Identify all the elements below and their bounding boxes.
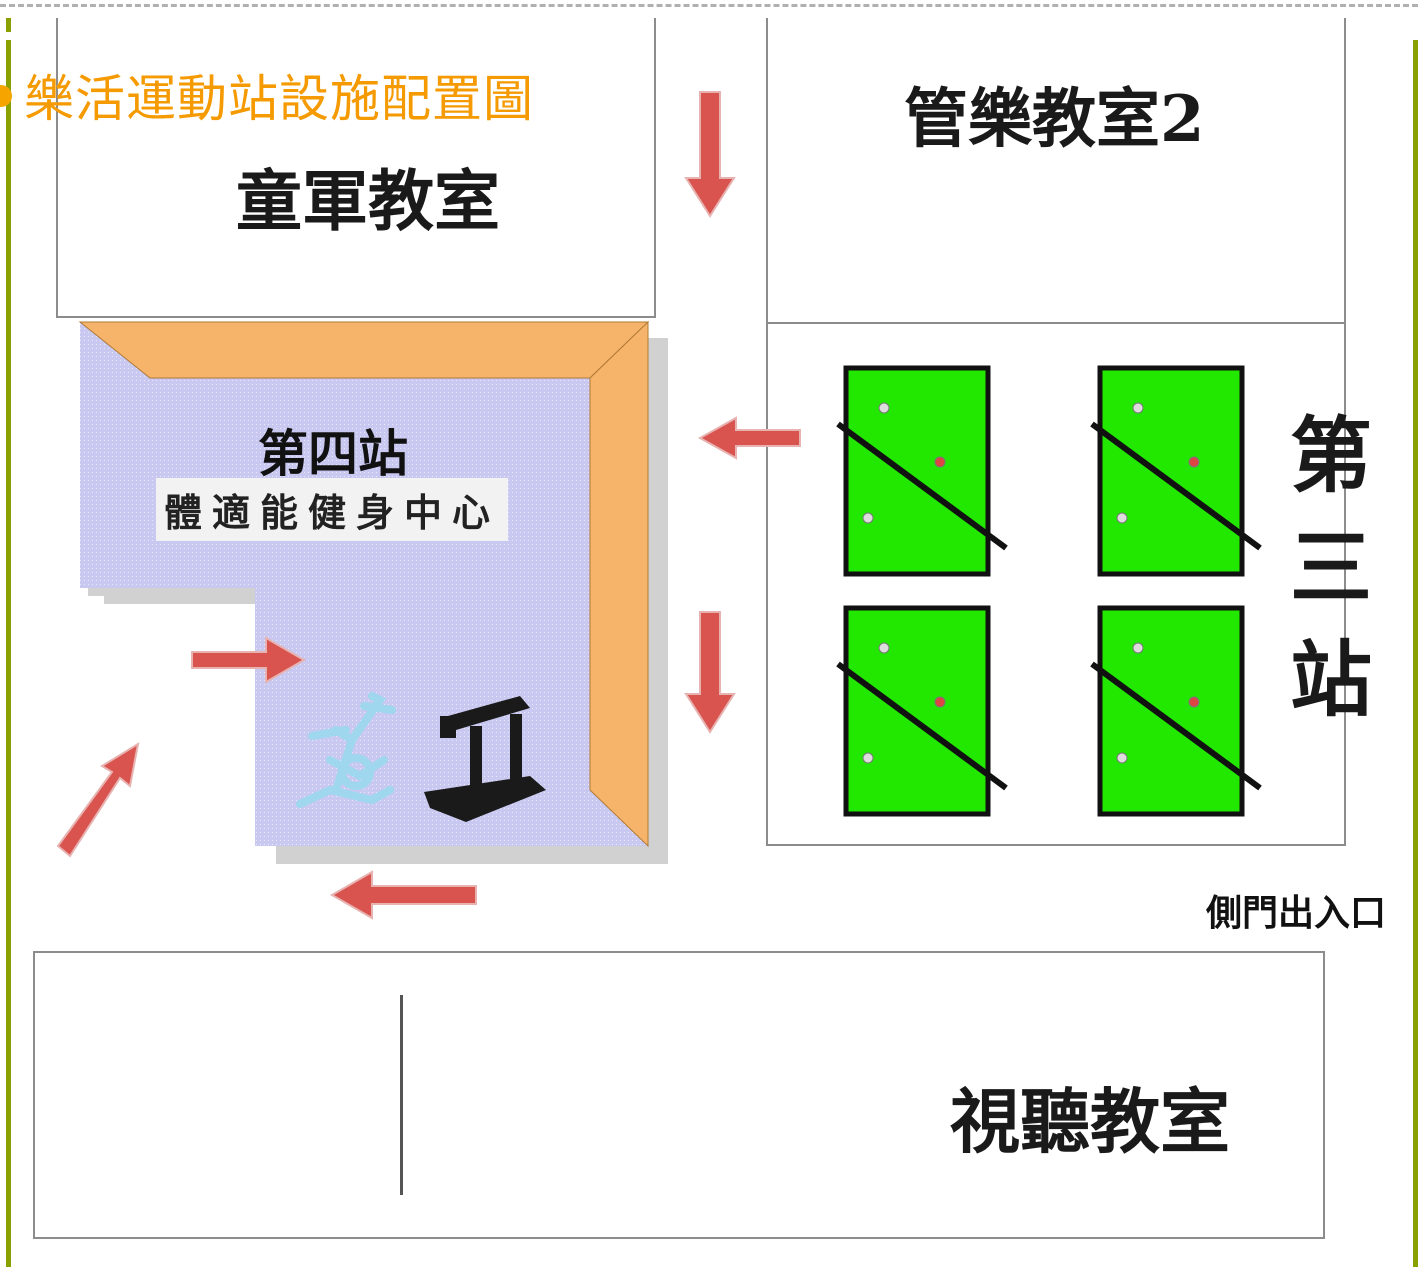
treadmill-icon	[424, 696, 546, 822]
av-classroom	[33, 951, 1325, 1239]
frame-top-border	[0, 4, 1418, 7]
station3-char-3: 站	[1289, 632, 1372, 728]
av-classroom-divider	[400, 995, 403, 1195]
bullet-icon	[0, 85, 12, 107]
av-classroom-label: 視聽教室	[950, 1080, 1230, 1163]
arrow-left-bottom	[329, 870, 477, 920]
station4-title: 第四站	[258, 424, 408, 483]
station4-subtitle: 體適能健身中心	[156, 478, 509, 541]
pool-table-1	[836, 365, 1008, 577]
frame-left-tick	[6, 18, 11, 32]
arrow-down-top	[684, 91, 736, 218]
scout-classroom-label: 童軍教室	[236, 162, 500, 240]
arrow-left-middle	[697, 416, 801, 460]
station3-char-1: 第	[1289, 408, 1372, 504]
scout-classroom	[56, 18, 656, 318]
band-classroom	[766, 18, 1346, 324]
pool-tables	[836, 365, 1262, 817]
pool-table-4	[1090, 605, 1262, 817]
pool-table-3	[836, 605, 1008, 817]
side-entrance-label: 側門出入口	[1206, 892, 1387, 934]
arrow-down-middle	[684, 611, 736, 734]
arrow-right-entry	[191, 636, 306, 684]
arrow-diagonal-up	[56, 741, 140, 858]
station3-label: 第 三 站	[1286, 400, 1376, 736]
flow-arrows	[56, 91, 801, 920]
frame-left-border	[6, 40, 11, 1267]
pool-table-2	[1090, 365, 1262, 577]
station4-area	[78, 320, 668, 864]
page-title: 樂活運動站設施配置圖	[24, 70, 534, 128]
station3-char-2: 三	[1289, 520, 1372, 616]
frame-right-border	[1413, 40, 1418, 1267]
exercise-bike-icon	[296, 692, 396, 808]
band-classroom-label: 管樂教室2	[904, 82, 1205, 157]
